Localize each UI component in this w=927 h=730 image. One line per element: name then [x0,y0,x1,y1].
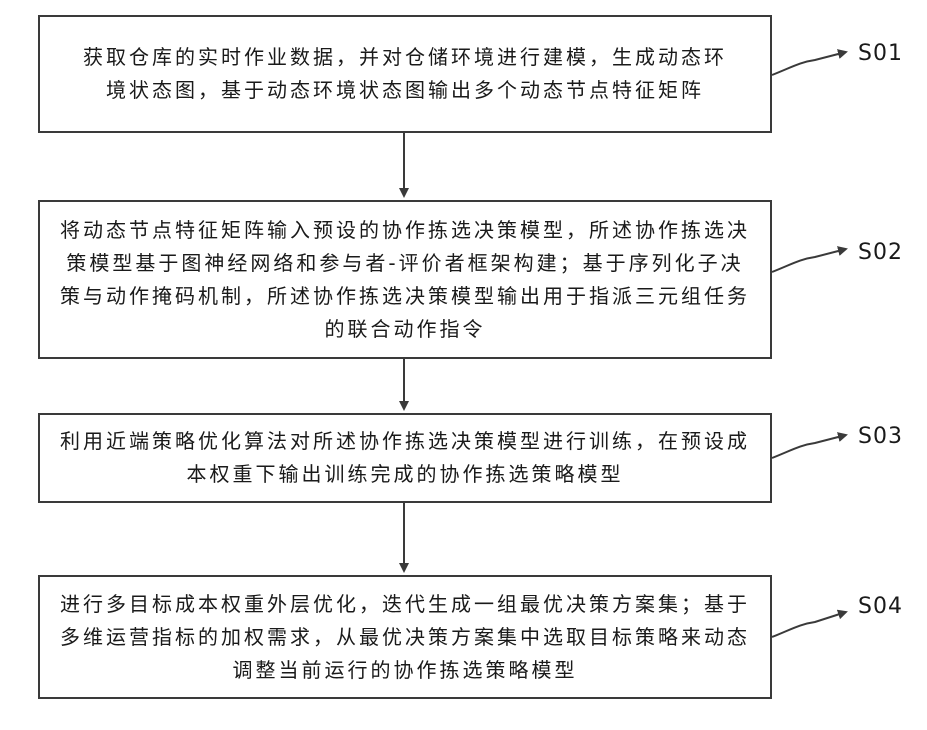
step-box-s02: 将动态节点特征矩阵输入预设的协作拣选决策模型，所述协作拣选决策模型基于图神经网络… [38,200,772,359]
step-text-s04: 进行多目标成本权重外层优化，迭代生成一组最优决策方案集；基于多维运营指标的加权需… [60,588,750,687]
step-label-s01: S01 [858,41,903,66]
leader-arrow-s01 [772,52,846,75]
step-box-s01: 获取仓库的实时作业数据，并对仓储环境进行建模，生成动态环境状态图，基于动态环境状… [38,15,772,133]
leader-arrow-s02 [772,249,846,272]
step-label-s02: S02 [858,240,903,265]
step-text-s01: 获取仓库的实时作业数据，并对仓储环境进行建模，生成动态环境状态图，基于动态环境状… [75,41,735,107]
step-box-s04: 进行多目标成本权重外层优化，迭代生成一组最优决策方案集；基于多维运营指标的加权需… [38,575,772,699]
step-text-s03: 利用近端策略优化算法对所述协作拣选决策模型进行训练，在预设成本权重下输出训练完成… [60,425,750,491]
leader-arrow-s04 [772,612,846,637]
step-label-s04: S04 [858,594,903,619]
leader-arrow-s03 [772,435,846,458]
step-text-s02: 将动态节点特征矩阵输入预设的协作拣选决策模型，所述协作拣选决策模型基于图神经网络… [60,214,750,346]
step-label-s03: S03 [858,424,903,449]
step-box-s03: 利用近端策略优化算法对所述协作拣选决策模型进行训练，在预设成本权重下输出训练完成… [38,413,772,503]
